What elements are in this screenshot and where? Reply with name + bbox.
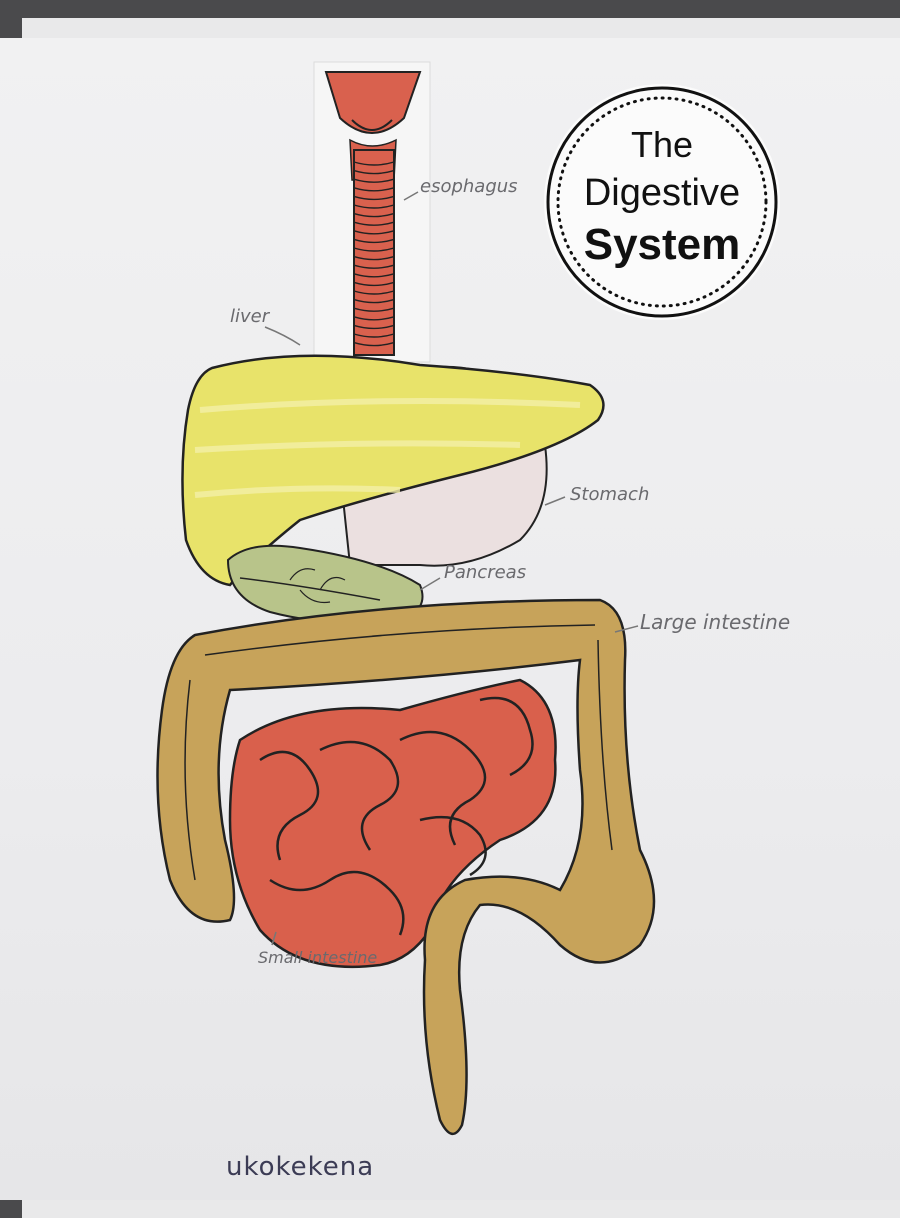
esophagus-ring <box>353 178 395 183</box>
large-intestine-leader-line <box>614 625 639 633</box>
title-badge: The Digestive System <box>544 84 780 320</box>
pancreas-leader-line <box>419 577 441 591</box>
stomach-label: Stomach <box>570 484 650 505</box>
pancreas-organ <box>226 544 424 624</box>
esophagus-ring <box>353 238 395 244</box>
esophagus-ring <box>353 333 395 338</box>
liver-organ <box>181 354 605 587</box>
esophagus-ring <box>353 316 395 321</box>
esophagus-ring <box>353 264 395 269</box>
liver-leader-line <box>264 326 301 346</box>
small-intestine-label: Small intestine <box>258 948 378 967</box>
esophagus-ring <box>353 169 395 175</box>
esophagus-ring <box>353 247 395 252</box>
pancreas-label: Pancreas <box>444 562 527 583</box>
esophagus-ring <box>353 230 395 235</box>
liver-label: liver <box>230 306 270 327</box>
small-intestine-leader-line <box>271 931 277 946</box>
esophagus-ring <box>353 324 395 330</box>
esophagus-ring <box>353 204 395 209</box>
small-intestine-organ <box>228 678 557 969</box>
large-intestine-organ <box>156 598 656 1135</box>
esophagus-ring <box>353 298 395 304</box>
esophagus-ring <box>353 290 395 295</box>
title-line-1: The <box>630 124 694 165</box>
title-line-3: System <box>583 220 741 269</box>
esophagus-ring <box>353 161 395 166</box>
large-intestine-label: Large intestine <box>640 610 791 634</box>
esophagus-ring <box>353 341 395 347</box>
stomach-leader-line <box>544 496 566 506</box>
esophagus-ring <box>353 212 395 218</box>
esophagus-label: esophagus <box>420 176 518 197</box>
esophagus-ring <box>353 273 395 278</box>
esophagus-ring <box>353 221 395 226</box>
esophagus-ring <box>353 281 395 287</box>
esophagus-ring <box>353 187 395 192</box>
author-signature: ukokekena <box>226 1152 375 1182</box>
esophagus-leader-line <box>403 191 419 201</box>
esophagus-organ <box>313 61 431 363</box>
esophagus-ring <box>353 195 395 201</box>
esophagus-ring <box>353 255 395 261</box>
title-line-2: Digestive <box>583 172 741 214</box>
esophagus-ring <box>353 307 395 312</box>
